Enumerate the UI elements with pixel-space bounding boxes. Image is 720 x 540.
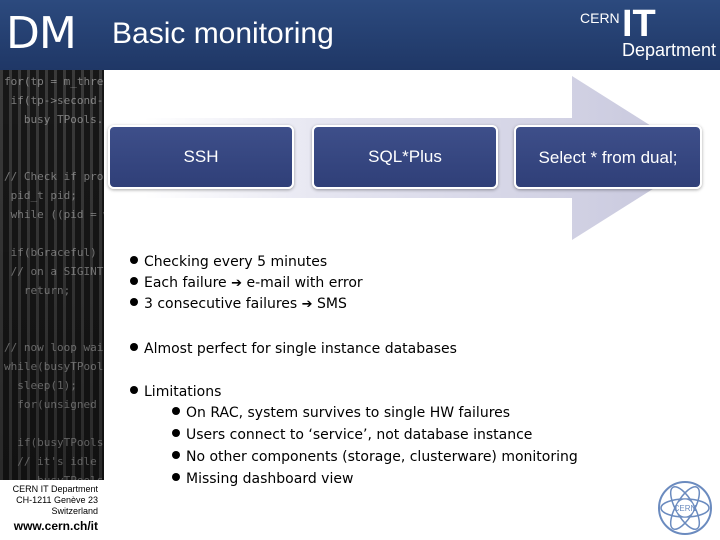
code-lines: for(tp = m_threa if(tp->second- busy TPo…	[0, 70, 104, 480]
bullet-dot	[172, 473, 180, 481]
bullet-dot	[172, 451, 180, 459]
bullet-text: Almost perfect for single instance datab…	[144, 341, 457, 357]
step-sqlplus: SQL*Plus	[312, 125, 498, 189]
bullet-consecutive: 3 consecutive failures ➔ SMS	[130, 294, 347, 315]
sub-bullet-rac: On RAC, system survives to single HW fai…	[172, 403, 510, 423]
right-arrow-icon: ➔	[301, 297, 313, 312]
slide-header: DM Basic monitoring CERN IT Department	[0, 0, 720, 70]
bullet-text: On RAC, system survives to single HW fai…	[186, 405, 511, 421]
sub-bullet-components: No other components (storage, clusterwar…	[172, 447, 578, 467]
bullet-dot	[130, 298, 138, 306]
slide-title: Basic monitoring	[112, 17, 334, 50]
footer-url: www.cern.ch/it	[13, 519, 98, 533]
bullet-text: Users connect to ‘service’, not database…	[186, 427, 533, 443]
strip-shade	[0, 70, 104, 480]
bullet-dot	[130, 256, 138, 264]
bullet-dot	[172, 429, 180, 437]
code-background-strip: for(tp = m_threa if(tp->second- busy TPo…	[0, 70, 104, 480]
it-logo-text: IT	[622, 3, 656, 45]
bullet-text: SMS	[317, 296, 347, 312]
footer-address: CERN IT Department CH-1211 Genève 23 Swi…	[2, 484, 98, 534]
bullet-text: Each failure	[144, 275, 227, 291]
footer-line-country: Switzerland	[51, 506, 98, 516]
bullet-text: Missing dashboard view	[186, 471, 354, 487]
bullet-limitations: Limitations	[130, 382, 221, 402]
svg-text:CERN: CERN	[674, 504, 697, 513]
step-ssh: SSH	[108, 125, 294, 189]
process-diagram: SSH SQL*Plus Select * from dual;	[104, 70, 720, 250]
bullet-text: No other components (storage, clusterwar…	[186, 449, 578, 465]
bullet-checking: Checking every 5 minutes	[130, 252, 327, 272]
footer-line-city: CH-1211 Genève 23	[16, 495, 98, 505]
bullet-text: Limitations	[144, 384, 222, 400]
dm-logo: DM	[6, 8, 77, 59]
cern-logo-text: CERN	[580, 10, 620, 26]
cern-emblem-icon: CERN	[654, 478, 716, 538]
bullet-text: Checking every 5 minutes	[144, 254, 328, 270]
department-logo-text: Department	[622, 40, 717, 60]
step-select-dual: Select * from dual;	[514, 125, 702, 189]
bullet-dot	[130, 386, 138, 394]
bullet-each-failure: Each failure ➔ e-mail with error	[130, 273, 363, 294]
cern-it-logo: CERN IT Department	[578, 3, 718, 62]
bullet-dot	[172, 407, 180, 415]
sub-bullet-dashboard: Missing dashboard view	[172, 469, 353, 489]
bullet-text: 3 consecutive failures	[144, 296, 298, 312]
tape-bars-decoration	[0, 70, 104, 480]
bullet-dot	[130, 343, 138, 351]
right-arrow-icon: ➔	[231, 276, 243, 291]
bullet-almost-perfect: Almost perfect for single instance datab…	[130, 339, 457, 359]
bullet-text: e-mail with error	[246, 275, 363, 291]
sub-bullet-service: Users connect to ‘service’, not database…	[172, 425, 532, 445]
bullet-dot	[130, 277, 138, 285]
footer-line-department: CERN IT Department	[12, 484, 98, 494]
